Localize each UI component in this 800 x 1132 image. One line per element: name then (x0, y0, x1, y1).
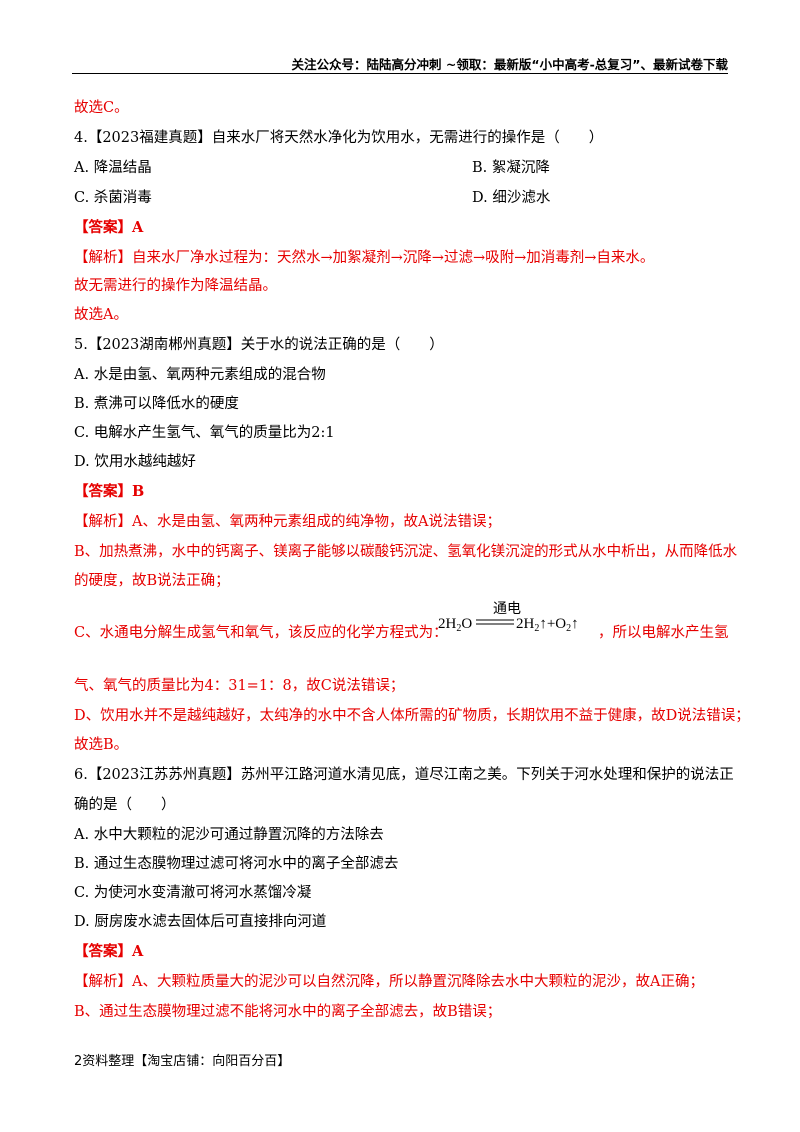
text-line: 气、氧气的质量比为4：31=1：8，故C说法错误； (74, 678, 405, 694)
option-d: D. 厨房废水滤去固体后可直接排向河道 (74, 914, 327, 930)
option-b: B. 通过生态膜物理过滤可将河水中的离子全部滤去 (74, 856, 399, 872)
question-4: 4.【2023福建真题】自来水厂将天然水净化为饮用水，无需进行的操作是（ ） (74, 130, 604, 146)
text-line: 故选B。 (74, 737, 129, 753)
text-line: B、通过生态膜物理过滤不能将河水中的离子全部滤去，故B错误； (74, 1004, 502, 1020)
answer: 【答案】A (74, 219, 144, 236)
page-number: 2 (74, 1054, 83, 1069)
header-divider (72, 73, 728, 74)
text-line: C、水通电分解生成氢气和氧气，该反应的化学方程式为： (74, 625, 448, 641)
answer: 【答案】A (74, 943, 144, 960)
option-row: A. 降温结晶 B. 絮凝沉降 (74, 158, 740, 178)
analysis: 【解析】自来水厂净水过程为：天然水→加絮凝剂→沉降→过滤→吸附→加消毒剂→自来水… (74, 250, 655, 266)
answer: 【答案】B (74, 483, 145, 500)
question-6: 6.【2023江苏苏州真题】苏州平江路河道水清见底，道尽江南之美。下列关于河水处… (74, 767, 734, 783)
text-line: D、饮用水并不是越纯越好，太纯净的水中不含人体所需的矿物质，长期饮用不益于健康，… (74, 708, 750, 724)
product-o2: +O (547, 616, 566, 632)
text-line: ，所以电解水产生氢 (598, 625, 729, 641)
option-c: C. 电解水产生氢气、氧气的质量比为2:1 (74, 425, 335, 441)
option-c: C. 杀菌消毒 (74, 190, 152, 206)
option-b: B. 煮沸可以降低水的硬度 (74, 396, 239, 412)
option-a: A. 降温结晶 (74, 160, 152, 176)
question-5: 5.【2023湖南郴州真题】关于水的说法正确的是（ ） (74, 337, 444, 353)
svg-text:2H2↑+O2↑: 2H2↑+O2↑ (516, 616, 579, 634)
product-h2: 2H (516, 616, 535, 632)
option-a: A. 水是由氢、氧两种元素组成的混合物 (74, 367, 326, 383)
reactant: 2H (438, 616, 457, 632)
page-header: 关注公众号：陆陆高分冲刺 ~领取：最新版“小中高考-总复习”、最新试卷下载 (291, 57, 728, 72)
text-line: 的硬度，故B说法正确； (74, 573, 230, 589)
analysis: 【解析】A、水是由氢、氧两种元素组成的纯净物，故A说法错误； (74, 514, 501, 530)
option-a: A. 水中大颗粒的泥沙可通过静置沉降的方法除去 (74, 827, 384, 843)
chemical-equation: 通电 2H2O 2H2↑+O2↑ (438, 601, 579, 634)
analysis: 【解析】A、大颗粒质量大的泥沙可以自然沉降，所以静置沉降除去水中大颗粒的泥沙，故… (74, 974, 704, 990)
footer-text: 资料整理【淘宝店铺：向阳百分百】 (82, 1054, 291, 1069)
text-line: 故选C。 (74, 100, 129, 116)
option-d: D. 饮用水越纯越好 (74, 454, 196, 470)
text-line: 确的是（ ） (74, 797, 176, 813)
option-row: C. 杀菌消毒 D. 细沙滤水 (74, 188, 740, 208)
option-b: B. 絮凝沉降 (472, 160, 550, 176)
text-line: 故无需进行的操作为降温结晶。 (74, 278, 277, 294)
option-d: D. 细沙滤水 (472, 190, 551, 206)
svg-text:2H2O: 2H2O (438, 616, 472, 634)
text-line: 故选A。 (74, 307, 128, 323)
option-c: C. 为使河水变清澈可将河水蒸馏冷凝 (74, 885, 312, 901)
condition-label: 通电 (493, 601, 521, 617)
text-line: B、加热煮沸，水中的钙离子、镁离子能够以碳酸钙沉淀、氢氧化镁沉淀的形式从水中析出… (74, 544, 738, 560)
page-footer: 2资料整理【淘宝店铺：向阳百分百】 (74, 1050, 290, 1069)
